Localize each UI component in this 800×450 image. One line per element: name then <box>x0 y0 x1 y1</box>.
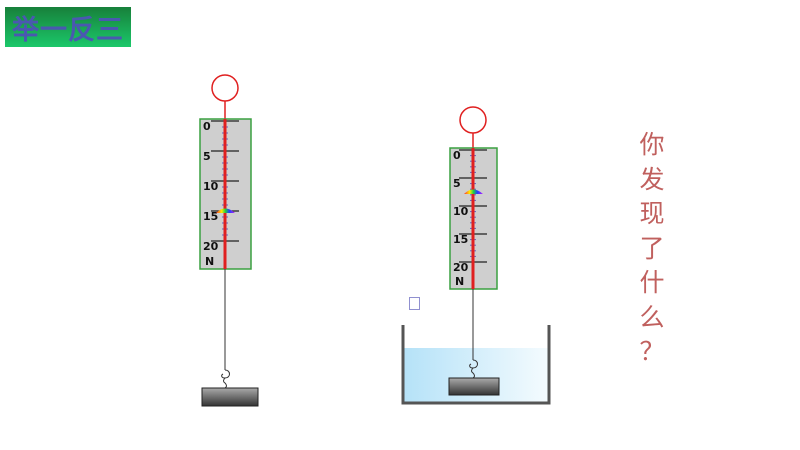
scale-label: 5 <box>203 150 211 163</box>
title-banner: 举一反三 <box>5 7 131 47</box>
hook <box>469 359 478 379</box>
small-square-marker <box>409 297 420 310</box>
pointer-indicator <box>216 208 235 213</box>
hook <box>221 369 230 389</box>
unit-label: N <box>205 255 214 268</box>
metal-block <box>448 377 500 396</box>
ring-handle <box>459 106 487 134</box>
spring-scale-in-air: 0 5 10 15 20N <box>199 74 259 407</box>
question-char: 你 <box>639 130 665 159</box>
question-char: 么 <box>639 302 665 332</box>
unit-label: N <box>455 275 464 288</box>
scale-label: 15 <box>453 233 468 246</box>
spring-scale-in-water: 0 5 10 15 20N <box>448 106 500 396</box>
metal-block <box>201 387 259 407</box>
pointer-indicator <box>464 189 483 194</box>
scale-label: 0 <box>203 120 211 133</box>
scale-label: 20 <box>453 261 469 274</box>
question-char: ？ <box>639 337 665 366</box>
scale-label: 10 <box>453 205 469 218</box>
question-char: 现 <box>639 199 665 228</box>
question-char: 什 <box>639 268 665 297</box>
scale-label: 5 <box>453 177 461 190</box>
question-char: 了 <box>639 233 665 263</box>
scale-label: 15 <box>203 210 218 223</box>
scale-label: 0 <box>453 149 461 162</box>
scale-label: 20 <box>203 240 219 253</box>
question-char: 发 <box>639 164 665 194</box>
question-text: 你 发 现 了 什 么 ？ <box>636 128 668 370</box>
beaker-walls <box>401 325 551 405</box>
ring-handle <box>211 74 239 102</box>
title-text: 举一反三 <box>12 14 124 46</box>
scale-label: 10 <box>203 180 219 193</box>
